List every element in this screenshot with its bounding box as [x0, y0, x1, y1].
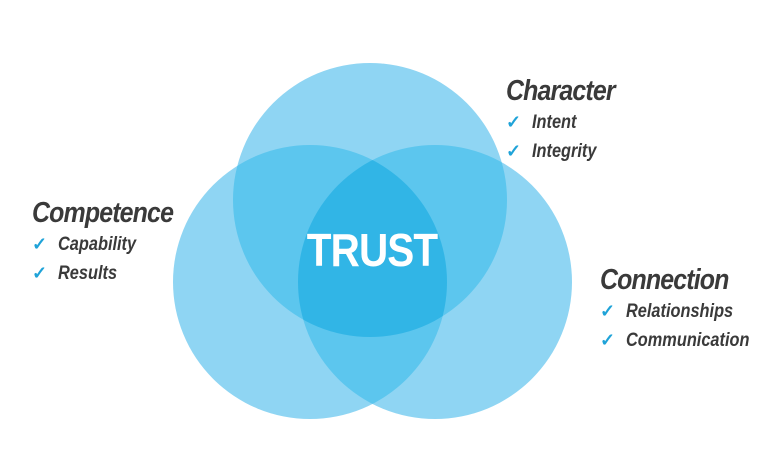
group-title-connection: Connection	[600, 264, 729, 296]
check-icon: ✓	[32, 263, 48, 283]
list-item: ✓ Integrity	[506, 137, 632, 166]
group-connection: Connection ✓ Relationships ✓ Communicati…	[600, 263, 770, 355]
item-label: Relationships	[626, 301, 734, 322]
group-competence: Competence ✓ Capability ✓ Results	[32, 196, 196, 288]
check-icon: ✓	[506, 112, 522, 132]
check-icon: ✓	[506, 141, 522, 161]
check-icon: ✓	[600, 330, 616, 350]
overlap-center	[298, 145, 447, 337]
list-item: ✓ Communication	[600, 326, 770, 355]
item-label: Results	[58, 263, 118, 284]
item-label: Intent	[532, 112, 577, 133]
item-label: Integrity	[532, 141, 597, 162]
list-item: ✓ Relationships	[600, 297, 770, 326]
item-label: Capability	[58, 234, 137, 255]
group-title-character: Character	[506, 75, 616, 107]
item-label: Communication	[626, 330, 750, 351]
list-item: ✓ Intent	[506, 108, 632, 137]
center-label: TRUST	[307, 226, 438, 277]
group-title-competence: Competence	[32, 197, 174, 229]
check-icon: ✓	[600, 301, 616, 321]
group-character: Character ✓ Intent ✓ Integrity	[506, 74, 632, 166]
list-item: ✓ Capability	[32, 230, 196, 259]
check-icon: ✓	[32, 234, 48, 254]
list-item: ✓ Results	[32, 259, 196, 288]
